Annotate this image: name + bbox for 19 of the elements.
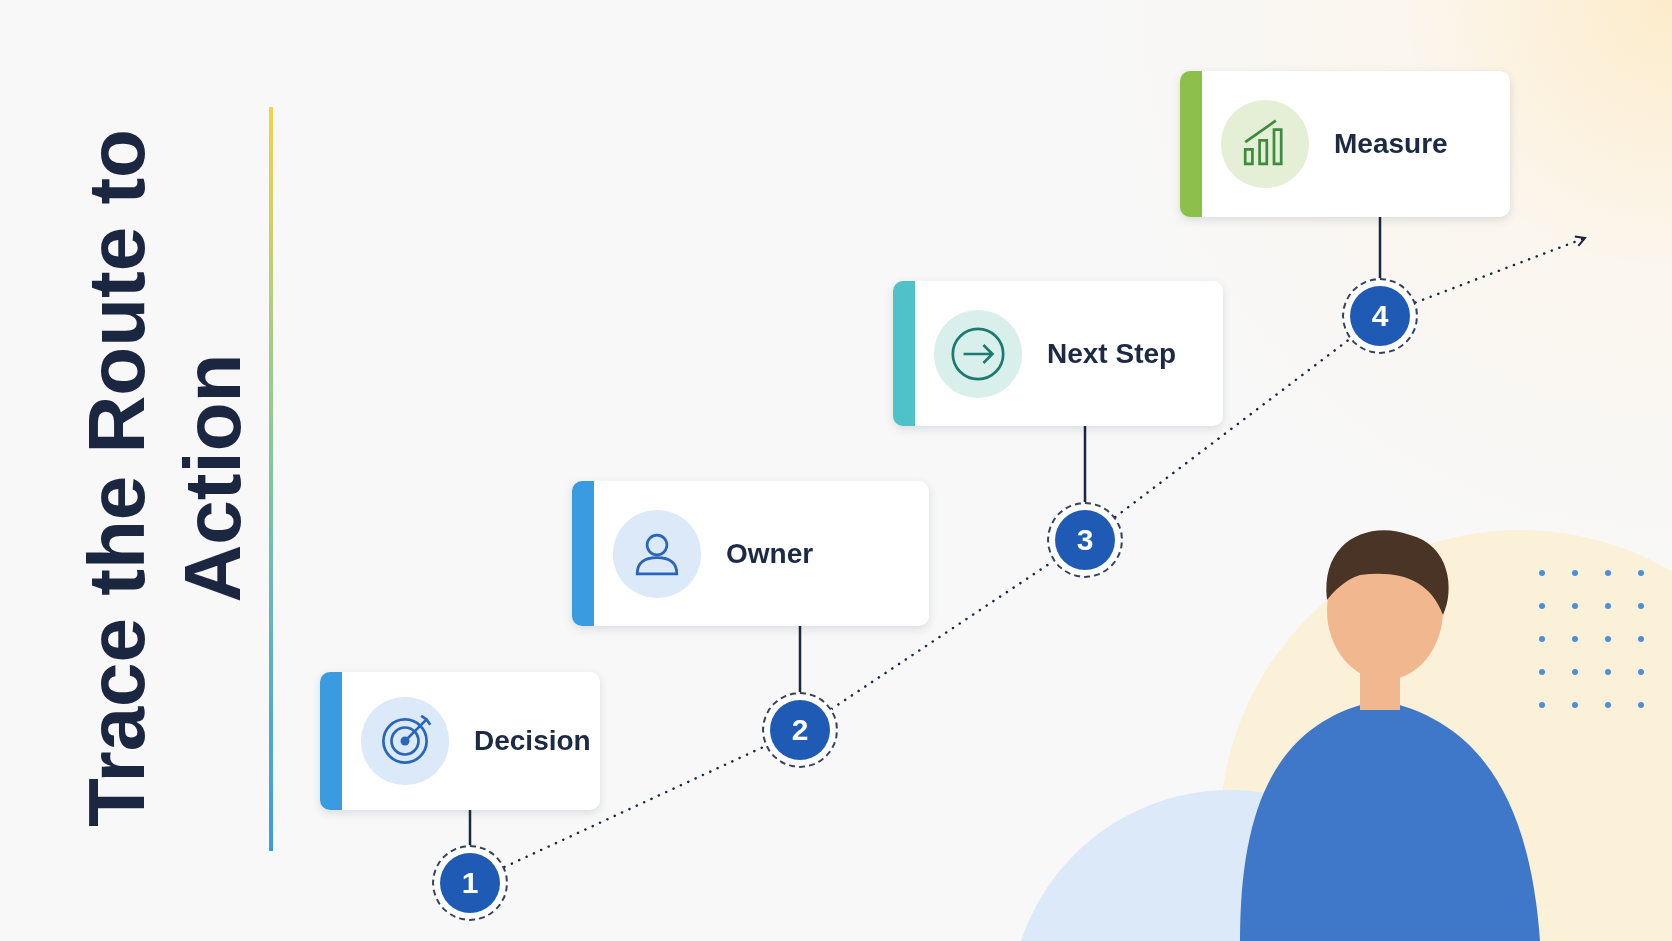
step-label: Measure [1334, 128, 1448, 160]
step-label: Owner [726, 537, 814, 570]
connector-line [1083, 424, 1087, 504]
step-label: Next Step [1047, 337, 1177, 370]
step-card [893, 281, 1223, 426]
step-card [572, 481, 929, 626]
step-card [320, 672, 600, 810]
step-number-badge: 4 [1350, 286, 1410, 346]
step-label: Decision [474, 725, 591, 757]
connector-line [1378, 215, 1382, 280]
step-number-badge: 3 [1055, 510, 1115, 570]
connector-line [798, 624, 802, 694]
arrow [1414, 235, 1587, 304]
connector-line [1114, 337, 1351, 519]
title: Trace the Route to Action [71, 128, 258, 829]
connector-line [468, 808, 472, 847]
step-card [1180, 71, 1510, 217]
step-number-badge: 2 [770, 700, 830, 760]
step-number-badge: 1 [440, 853, 500, 913]
